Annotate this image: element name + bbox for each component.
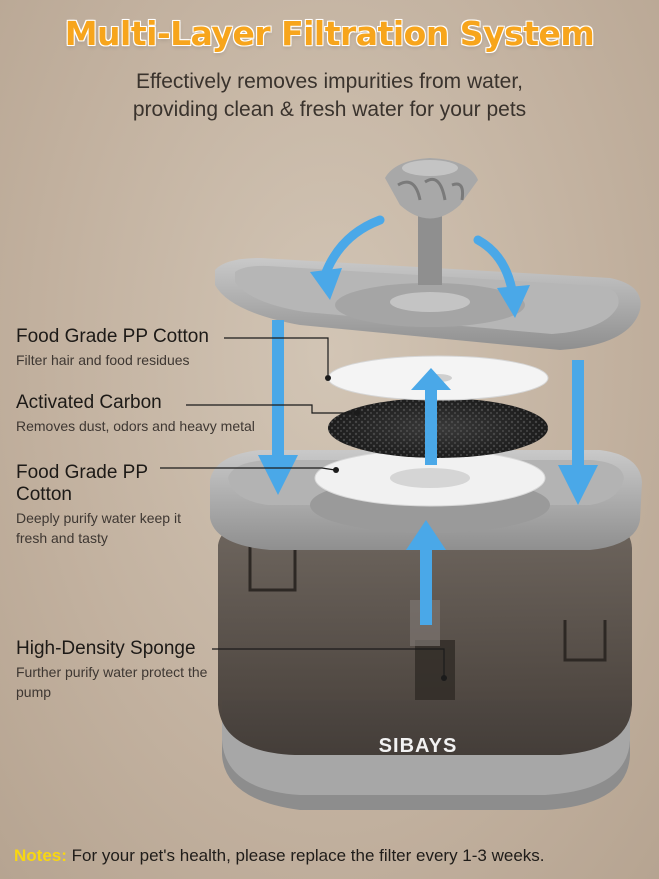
arrow-icon	[558, 465, 598, 505]
flow-arrows	[258, 215, 598, 625]
subtitle-line-1: Effectively removes impurities from wate…	[135, 70, 524, 93]
leader-lines	[160, 337, 447, 681]
arrow-icon	[572, 360, 584, 470]
activated-carbon-disk	[328, 398, 548, 458]
brand-logo: SIBAYS	[379, 735, 458, 757]
arrow-icon	[420, 545, 432, 625]
arrow-icon	[258, 455, 298, 495]
cotton-disk-lower	[314, 449, 546, 507]
tank: SIBAYS	[218, 518, 632, 810]
layer-label-pp-cotton-2: Food Grade PP Cotton Deeply purify water…	[16, 462, 181, 546]
arrow-icon	[406, 520, 446, 550]
layer-label-sponge: High-Density Sponge Further purify water…	[16, 638, 208, 700]
arrow-icon	[473, 235, 517, 295]
arrow-icon	[497, 285, 530, 318]
layer-label-activated-carbon: Activated Carbon Removes dust, odors and…	[16, 392, 255, 434]
notes-text: For your pet's health, please replace th…	[66, 846, 545, 865]
notes-footer: Notes: For your pet's health, please rep…	[14, 846, 654, 866]
arrow-icon	[425, 385, 437, 465]
arrow-icon	[272, 320, 284, 460]
page-subtitle: Effectively removes impurities from wate…	[0, 68, 659, 124]
layer-label-pp-cotton-1: Food Grade PP Cotton Filter hair and foo…	[16, 326, 209, 368]
page-title: Multi-Layer Filtration System	[64, 14, 595, 53]
spout	[385, 158, 478, 285]
arrow-icon	[320, 215, 385, 280]
arrow-icon	[310, 268, 342, 300]
subtitle-line-2: providing clean & fresh water for your p…	[132, 98, 527, 121]
notes-key: Notes:	[14, 846, 67, 865]
arrow-icon	[411, 368, 451, 390]
